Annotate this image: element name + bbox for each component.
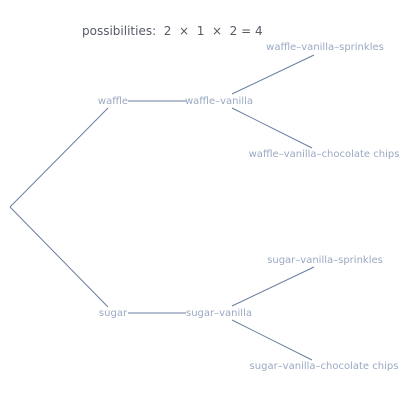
possibilities-formula: possibilities: 2 × 1 × 2 = 4 [82,24,263,38]
branch-waffle-vanilla-sprinkles [231,54,315,95]
branch-sugar-vanilla-sprinkles [231,266,315,307]
node-sugar-vanilla-chocolate-chips: sugar–vanilla–chocolate chips [250,361,399,372]
node-waffle-vanilla: waffle–vanilla [185,96,253,107]
node-sugar-vanilla: sugar–vanilla [186,308,252,319]
node-waffle-vanilla-chocolate-chips: waffle–vanilla–chocolate chips [249,149,400,160]
branch-root-waffle [9,107,109,208]
branch-sugar-vanilla-chocolate-chips [231,319,313,361]
node-sugar: sugar [99,308,128,319]
node-waffle: waffle [98,96,128,107]
branch-root-sugar [9,206,109,308]
node-sugar-vanilla-sprinkles: sugar–vanilla–sprinkles [267,255,383,266]
branch-waffle-vanilla-chocolate-chips [231,107,313,149]
node-waffle-vanilla-sprinkles: waffle–vanilla–sprinkles [266,42,384,53]
